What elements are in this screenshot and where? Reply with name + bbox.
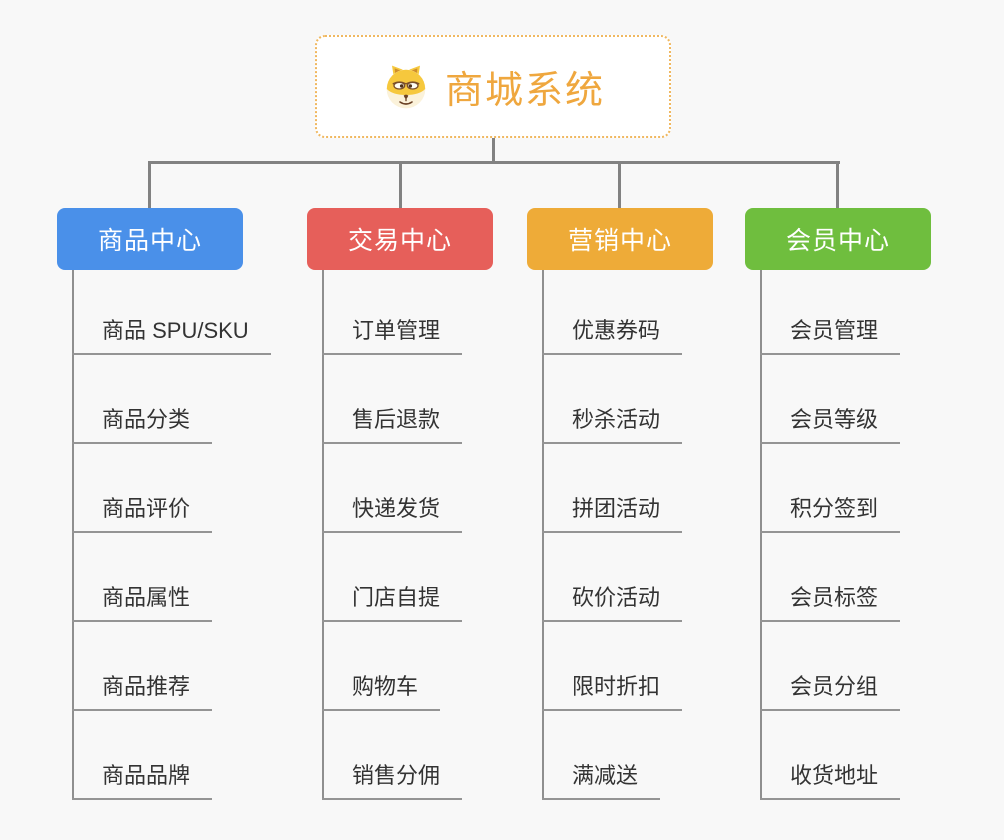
branch-label: 交易中心 (347, 227, 452, 255)
connector-drop-1 (148, 161, 151, 209)
leaf-label: 会员等级 (760, 402, 901, 444)
branch-node-member-center[interactable]: 会员中心 (745, 208, 931, 270)
leaf-label: 优惠券码 (542, 313, 683, 355)
leaf-label: 售后退款 (322, 402, 463, 444)
branch-trunk-line-1 (72, 270, 74, 800)
connector-horizontal-bar (148, 161, 840, 164)
leaf-label: 订单管理 (322, 313, 463, 355)
branch-label: 营销中心 (567, 227, 672, 255)
leaf-node[interactable]: 购物车 (322, 622, 567, 711)
leaf-label: 商品品牌 (72, 758, 213, 800)
leaf-label: 销售分佣 (322, 758, 463, 800)
leaf-label: 会员标签 (760, 580, 901, 622)
branch-children-member-center: 会员管理 会员等级 积分签到 会员标签 会员分组 收货地址 (760, 270, 1004, 800)
leaf-node[interactable]: 商品评价 (72, 444, 317, 533)
branch-node-trade-center[interactable]: 交易中心 (307, 208, 493, 270)
connector-drop-3 (618, 161, 621, 209)
leaf-node[interactable]: 商品 SPU/SKU (72, 270, 317, 355)
leaf-label: 快递发货 (322, 491, 463, 533)
leaf-label: 拼团活动 (542, 491, 683, 533)
leaf-label: 收货地址 (760, 758, 901, 800)
branch-trunk-line-3 (542, 270, 544, 800)
doge-face-icon (386, 65, 426, 108)
leaf-label: 积分签到 (760, 491, 901, 533)
leaf-label: 商品属性 (72, 580, 213, 622)
leaf-label: 会员分组 (760, 669, 901, 711)
leaf-label: 砍价活动 (542, 580, 683, 622)
leaf-label: 限时折扣 (542, 669, 683, 711)
leaf-node[interactable]: 会员管理 (760, 270, 1004, 355)
connector-drop-2 (399, 161, 402, 209)
branch-children-marketing-center: 优惠券码 秒杀活动 拼团活动 砍价活动 限时折扣 满减送 (542, 270, 787, 800)
leaf-node[interactable]: 会员等级 (760, 355, 1004, 444)
leaf-node[interactable]: 商品品牌 (72, 711, 317, 800)
branch-node-product-center[interactable]: 商品中心 (57, 208, 243, 270)
leaf-node[interactable]: 销售分佣 (322, 711, 567, 800)
leaf-label: 购物车 (322, 669, 441, 711)
branch-node-marketing-center[interactable]: 营销中心 (527, 208, 713, 270)
leaf-node[interactable]: 订单管理 (322, 270, 567, 355)
leaf-node[interactable]: 商品推荐 (72, 622, 317, 711)
leaf-node[interactable]: 会员分组 (760, 622, 1004, 711)
leaf-label: 商品 SPU/SKU (72, 313, 271, 355)
leaf-label: 门店自提 (322, 580, 463, 622)
leaf-node[interactable]: 砍价活动 (542, 533, 787, 622)
leaf-node[interactable]: 快递发货 (322, 444, 567, 533)
leaf-node[interactable]: 门店自提 (322, 533, 567, 622)
root-title: 商城系统 (444, 70, 605, 112)
leaf-node[interactable]: 拼团活动 (542, 444, 787, 533)
leaf-node[interactable]: 满减送 (542, 711, 787, 800)
branch-children-product-center: 商品 SPU/SKU 商品分类 商品评价 商品属性 商品推荐 商品品牌 (72, 270, 317, 800)
branch-label: 商品中心 (97, 227, 202, 255)
leaf-label: 秒杀活动 (542, 402, 683, 444)
leaf-node[interactable]: 商品属性 (72, 533, 317, 622)
branch-trunk-line-4 (760, 270, 762, 800)
leaf-node[interactable]: 优惠券码 (542, 270, 787, 355)
leaf-node[interactable]: 积分签到 (760, 444, 1004, 533)
branch-children-trade-center: 订单管理 售后退款 快递发货 门店自提 购物车 销售分佣 (322, 270, 567, 800)
branch-trunk-line-2 (322, 270, 324, 800)
leaf-label: 满减送 (542, 758, 661, 800)
leaf-node[interactable]: 会员标签 (760, 533, 1004, 622)
leaf-node[interactable]: 售后退款 (322, 355, 567, 444)
leaf-label: 商品推荐 (72, 669, 213, 711)
leaf-node[interactable]: 秒杀活动 (542, 355, 787, 444)
leaf-label: 商品评价 (72, 491, 213, 533)
branch-label: 会员中心 (785, 227, 890, 255)
leaf-node[interactable]: 收货地址 (760, 711, 1004, 800)
leaf-label: 会员管理 (760, 313, 901, 355)
leaf-node[interactable]: 商品分类 (72, 355, 317, 444)
connector-root-stem (492, 138, 495, 163)
leaf-node[interactable]: 限时折扣 (542, 622, 787, 711)
connector-drop-4 (836, 161, 839, 209)
leaf-label: 商品分类 (72, 402, 213, 444)
root-node[interactable]: 商城系统 (315, 35, 671, 138)
